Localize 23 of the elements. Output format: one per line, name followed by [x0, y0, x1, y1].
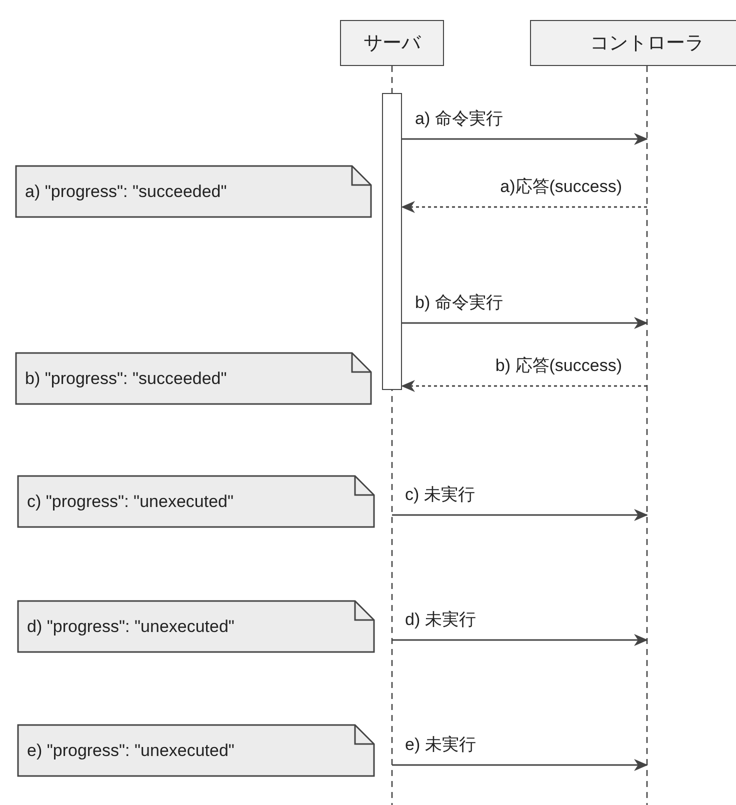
- message-label: e) 未実行: [405, 735, 476, 755]
- message-label: b) 応答(success): [495, 356, 622, 376]
- message-label: b) 命令実行: [415, 293, 503, 313]
- participant-box: コントローラ: [530, 20, 736, 66]
- message-label: a)応答(success): [500, 177, 622, 197]
- message-arrow: [392, 509, 648, 521]
- note: a) "progress": "succeeded": [15, 165, 372, 218]
- note: b) "progress": "succeeded": [15, 352, 372, 405]
- message-arrow: [401, 380, 647, 392]
- message-arrow: [402, 317, 648, 329]
- message-arrow: [392, 634, 648, 646]
- lifeline: [644, 66, 650, 805]
- message-label: a) 命令実行: [415, 109, 503, 129]
- note: d) "progress": "unexecuted": [17, 600, 375, 653]
- message-arrow: [402, 133, 648, 145]
- activation-bar: [382, 93, 402, 390]
- message-arrow: [401, 201, 647, 213]
- message-label: c) 未実行: [405, 485, 475, 505]
- note: e) "progress": "unexecuted": [17, 724, 375, 777]
- message-label: d) 未実行: [405, 610, 476, 630]
- message-arrow: [392, 759, 648, 771]
- participant-box: サーバ: [340, 20, 444, 66]
- note: c) "progress": "unexecuted": [17, 475, 375, 528]
